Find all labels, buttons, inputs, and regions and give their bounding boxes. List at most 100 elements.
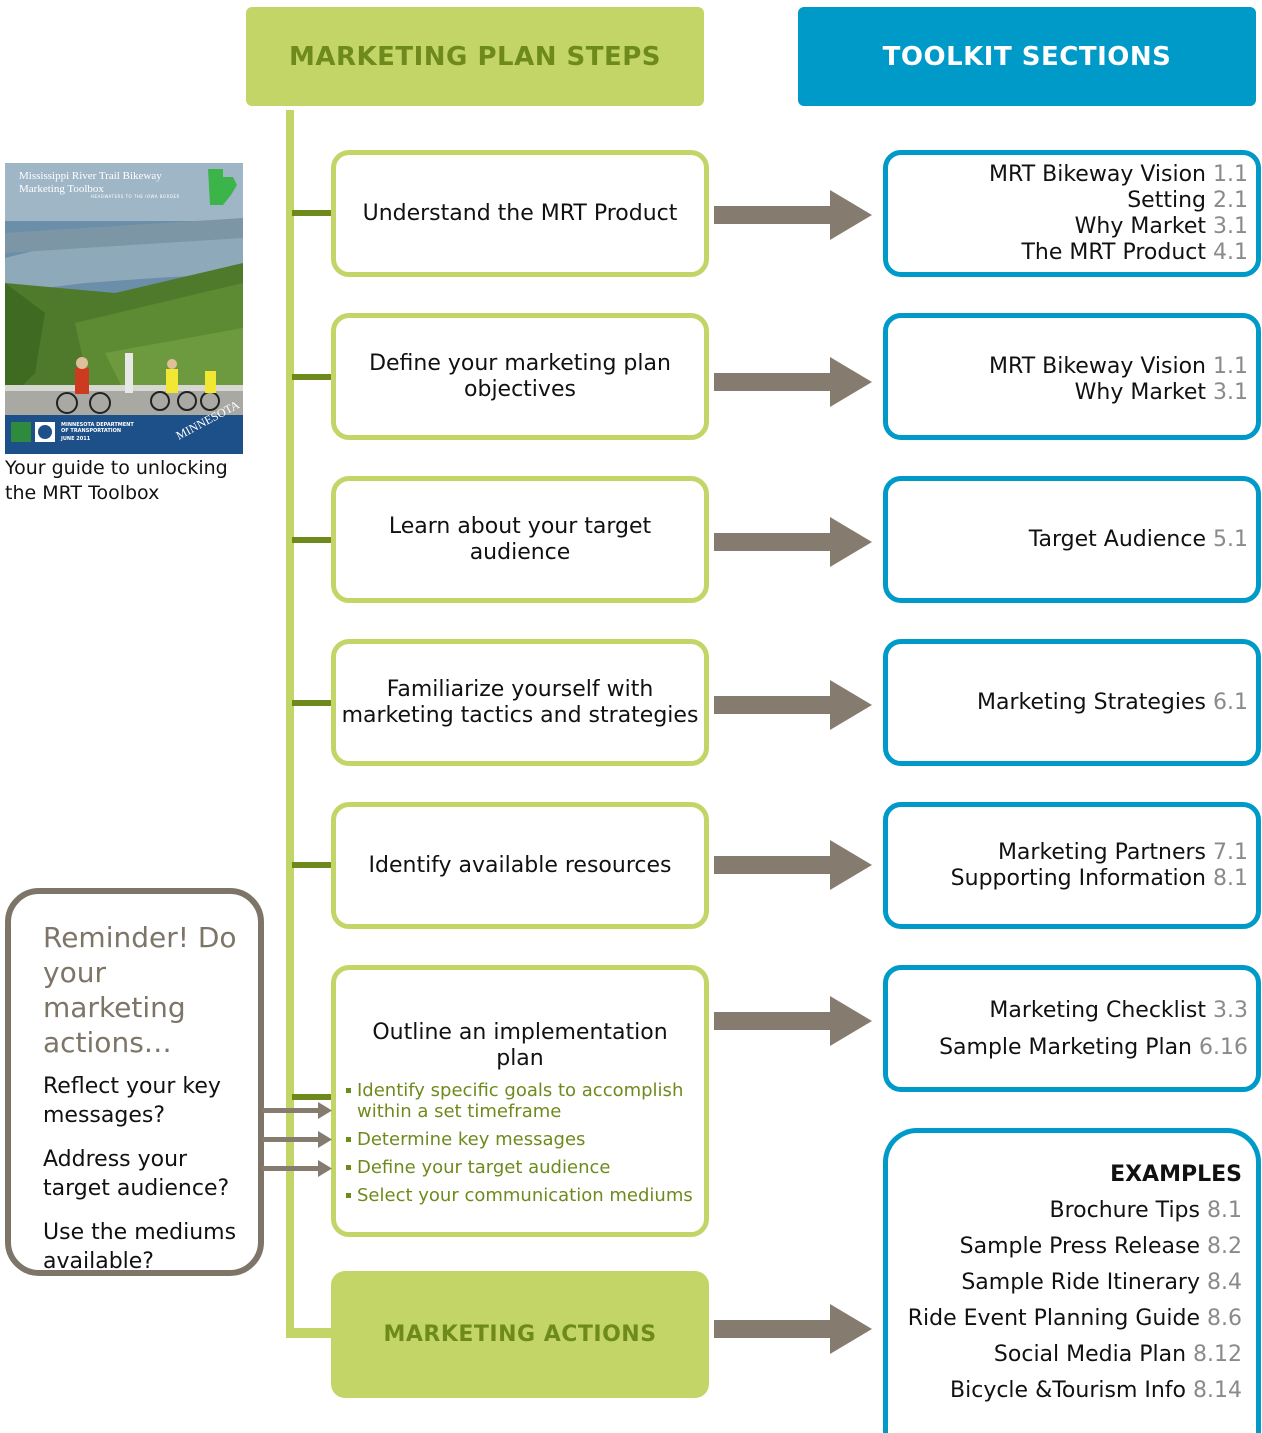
toolkit-item-label: Setting	[1127, 187, 1206, 213]
implementation-step-box: Outline an implementation plan Identify …	[331, 965, 709, 1237]
steps-timeline	[286, 110, 294, 1338]
toolkit-item-label: Sample Marketing Plan	[939, 1034, 1193, 1060]
cover-title: Mississippi River Trail Bikeway Marketin…	[19, 170, 162, 196]
reminder-question: Reflect your key messages?	[43, 1074, 221, 1128]
step-label: Outline an implementation plan	[372, 1020, 668, 1071]
example-item: Sample Ride Itinerary 8.4	[961, 1265, 1242, 1301]
section-number: 2.1	[1213, 187, 1248, 213]
example-item: Brochure Tips 8.1	[1050, 1193, 1243, 1229]
timeline-tick	[292, 1094, 332, 1100]
timeline-tick	[292, 700, 332, 706]
cover-caption: Your guide to unlocking the MRT Toolbox	[5, 456, 265, 506]
step-label-line: objectives	[464, 376, 576, 402]
section-number: 8.4	[1207, 1270, 1242, 1295]
example-item: Ride Event Planning Guide 8.6	[908, 1301, 1242, 1337]
toolkit-item: Setting 2.1	[1127, 188, 1248, 214]
cover-tagline: HEADWATERS TO THE IOWA BORDER	[91, 194, 180, 199]
example-label: Brochure Tips	[1049, 1198, 1201, 1223]
example-label: Bicycle &Tourism Info	[950, 1378, 1187, 1403]
example-label: Social Media Plan	[993, 1342, 1187, 1367]
toolkit-item: Marketing Strategies 6.1	[977, 690, 1248, 716]
toolkit-item: Why Market 3.1	[1075, 380, 1248, 406]
cover-agency-line: MINNESOTA DEPARTMENT	[61, 422, 134, 428]
bullet-item: Determine key messages	[346, 1129, 694, 1150]
step-box: Define your marketing plan objectives	[331, 313, 709, 440]
cover-title-line: Marketing Toolbox	[19, 183, 104, 195]
toolkit-box: MRT Bikeway Vision 1.1 Setting 2.1 Why M…	[883, 150, 1261, 277]
example-label: Ride Event Planning Guide	[907, 1306, 1200, 1331]
step-label: Understand the MRT Product	[363, 201, 678, 227]
section-number: 8.6	[1207, 1306, 1242, 1331]
toolkit-item-label: Marketing Strategies	[977, 689, 1206, 715]
steps-header: MARKETING PLAN STEPS	[246, 7, 704, 106]
toolkit-item: Sample Marketing Plan 6.16	[939, 1029, 1248, 1066]
small-arrow-right-icon	[262, 1160, 332, 1177]
toolkit-box: Target Audience 5.1	[883, 476, 1261, 603]
section-number: 6.1	[1213, 689, 1248, 715]
toolkit-header: TOOLKIT SECTIONS	[798, 7, 1256, 106]
cover-caption-line: the MRT Toolbox	[5, 482, 160, 504]
step-label-line: Define your marketing plan	[369, 350, 671, 376]
toolkit-item: Marketing Partners 7.1	[998, 840, 1248, 866]
section-number: 8.1	[1213, 865, 1248, 891]
step-box: Identify available resources	[331, 802, 709, 929]
toolkit-item-label: MRT Bikeway Vision	[989, 354, 1206, 379]
section-number: 8.2	[1207, 1234, 1242, 1259]
arrow-right-icon	[714, 190, 872, 240]
section-number: 8.1	[1207, 1198, 1242, 1223]
example-item: Sample Press Release 8.2	[960, 1229, 1242, 1265]
step-label-line: Identify available resources	[368, 852, 672, 878]
timeline-tick	[292, 210, 332, 216]
toolkit-item-label: Target Audience	[1028, 526, 1206, 552]
cover-photo	[5, 163, 243, 454]
arrow-right-icon	[714, 517, 872, 567]
example-label: Sample Ride Itinerary	[961, 1270, 1200, 1295]
step-label: Familiarize yourself with marketing tact…	[342, 677, 699, 729]
arrow-right-icon	[714, 996, 872, 1046]
small-arrow-right-icon	[262, 1131, 332, 1148]
reminder-title: Reminder! Do your marketing actions…	[43, 921, 237, 1059]
section-number: 1.1	[1213, 354, 1248, 379]
timeline-tick	[292, 862, 332, 868]
step-box: Familiarize yourself with marketing tact…	[331, 639, 709, 766]
step-label-line: Familiarize yourself with	[386, 676, 654, 702]
implementation-bullets: Identify specific goals to accomplish wi…	[346, 1080, 694, 1206]
bullet-item: Define your target audience	[346, 1157, 694, 1178]
timeline-tick	[292, 537, 332, 543]
section-number: 3.1	[1213, 380, 1248, 405]
step-label-line: Understand the MRT Product	[362, 200, 678, 226]
section-number: 5.1	[1213, 526, 1248, 552]
section-number: 8.12	[1193, 1342, 1242, 1367]
step-box: Understand the MRT Product	[331, 150, 709, 277]
toolkit-item-label: Supporting Information	[950, 865, 1206, 891]
toolkit-item-label: The MRT Product	[1021, 239, 1206, 265]
toolkit-item: MRT Bikeway Vision 1.1	[989, 162, 1248, 188]
toolkit-box: Marketing Checklist 3.3 Sample Marketing…	[883, 965, 1261, 1092]
section-number: 7.1	[1213, 839, 1248, 865]
timeline-tick	[292, 374, 332, 380]
section-number: 6.16	[1199, 1034, 1248, 1060]
section-number: 3.1	[1213, 213, 1248, 239]
marketing-actions-box: MARKETING ACTIONS	[331, 1271, 709, 1398]
toolkit-box: Marketing Partners 7.1 Supporting Inform…	[883, 802, 1261, 929]
example-label: Sample Press Release	[959, 1234, 1200, 1259]
toolkit-item: Supporting Information 8.1	[951, 866, 1248, 892]
step-label: Identify available resources	[369, 853, 672, 879]
arrow-right-icon	[714, 357, 872, 407]
cover-agency: MINNESOTA DEPARTMENT OF TRANSPORTATION J…	[61, 422, 134, 442]
timeline-end	[286, 1328, 336, 1338]
small-arrow-right-icon	[262, 1102, 332, 1119]
step-label: Learn about your target audience	[336, 514, 704, 566]
step-label-line: marketing tactics and strategies	[341, 702, 699, 728]
step-label-line: Learn about your target audience	[388, 513, 652, 565]
reminder-box: Reminder! Do your marketing actions… Ref…	[5, 888, 264, 1276]
toolkit-item: Target Audience 5.1	[1029, 527, 1248, 553]
bullet-item: Select your communication mediums	[346, 1185, 694, 1206]
example-item: Social Media Plan 8.12	[994, 1337, 1242, 1373]
toolkit-item-label: Marketing Partners	[997, 839, 1206, 865]
cover-caption-line: Your guide to unlocking	[5, 457, 228, 479]
examples-box: EXAMPLES Brochure Tips 8.1 Sample Press …	[883, 1128, 1261, 1433]
section-number: 1.1	[1213, 161, 1248, 187]
cover-agency-line: OF TRANSPORTATION	[61, 428, 122, 434]
example-item: Bicycle &Tourism Info 8.14	[950, 1373, 1242, 1409]
